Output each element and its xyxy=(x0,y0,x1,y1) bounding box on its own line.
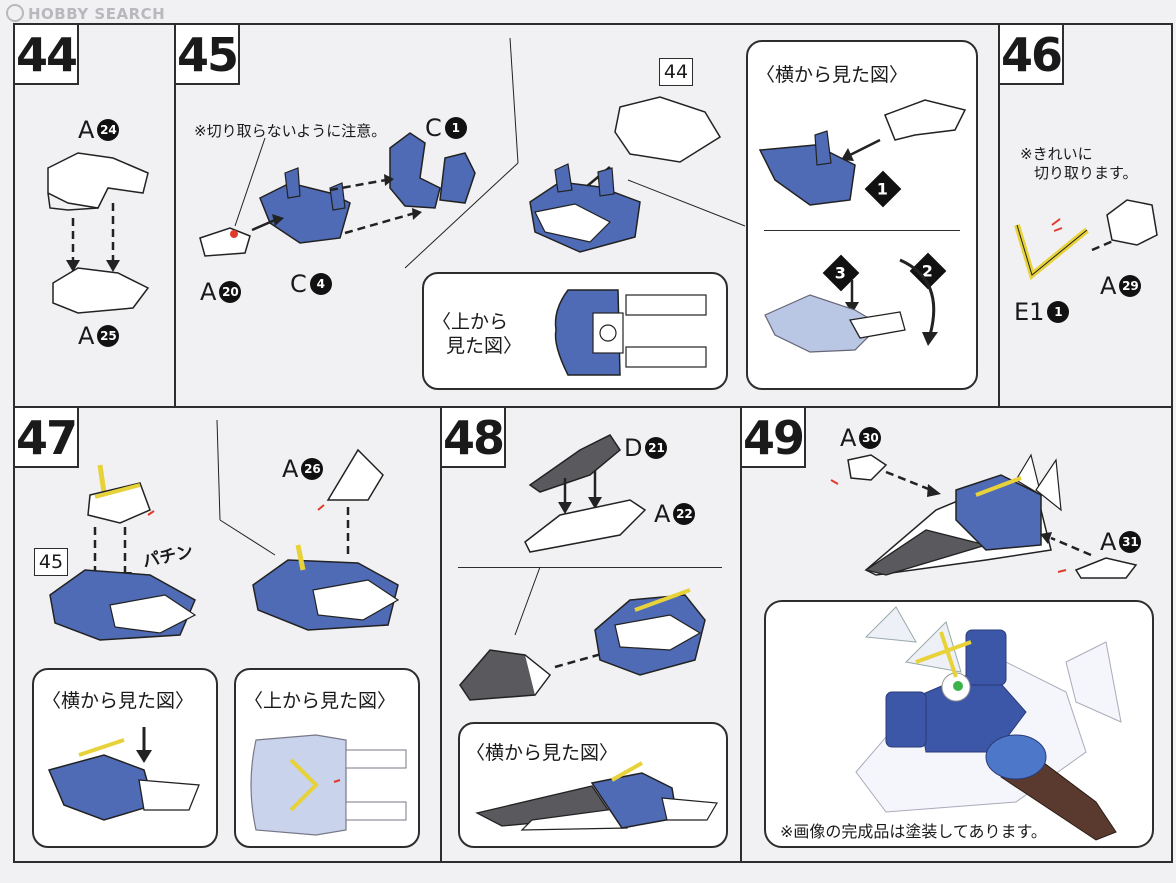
side-view-title: 〈横から見た図〉 xyxy=(756,64,909,86)
side-view-box xyxy=(32,668,218,848)
top-view-illustration xyxy=(554,289,707,376)
step-47-assembly-illustration xyxy=(49,464,197,641)
side-view-illustration xyxy=(475,761,718,831)
part-a24-illustration xyxy=(47,152,150,314)
step-number: 49 xyxy=(740,406,806,468)
clean-cut-note: ※きれいに 切り取ります。 xyxy=(1020,145,1138,182)
top-view-title: 〈上から 見た図〉 xyxy=(432,311,523,357)
step-number: 48 xyxy=(440,406,506,468)
step-number: 45 xyxy=(174,23,240,85)
step-number: 44 xyxy=(13,23,79,85)
step-49-assembly-illustration xyxy=(830,453,1138,579)
finished-product-photo xyxy=(764,600,1154,848)
finished-product-image xyxy=(855,606,1122,841)
painted-product-note: ※画像の完成品は塗装してあります。 xyxy=(780,822,1047,841)
reference-step-44: 44 xyxy=(659,58,693,86)
reference-step-45: 45 xyxy=(34,548,68,576)
step-45-assembly-illustration xyxy=(199,132,476,257)
top-view-illustration xyxy=(250,734,407,836)
divider-47-48 xyxy=(440,406,442,863)
side-view-divider xyxy=(764,230,960,231)
step-45-body-illustration xyxy=(529,96,722,253)
side-view-title: 〈横から見た図〉 xyxy=(466,742,619,764)
step-48-assembly-illustration xyxy=(459,566,706,701)
side-view-step1-illustration xyxy=(758,99,967,206)
step-number: 46 xyxy=(998,23,1064,85)
caution-note: ※切り取らないように注意。 xyxy=(194,122,387,140)
step-45-callout-lines xyxy=(404,37,746,269)
divider-48-49 xyxy=(740,406,742,863)
watermark: HOBBY SEARCH xyxy=(6,4,165,23)
top-view-title: 〈上から見た図〉 xyxy=(244,690,397,712)
divider-44-45 xyxy=(174,23,176,407)
side-view-illustration xyxy=(47,727,200,821)
part-d21-a22-illustration xyxy=(524,434,647,553)
step-number: 47 xyxy=(13,406,79,468)
side-view-step23-illustration xyxy=(764,258,938,353)
divider-45-46 xyxy=(998,23,1000,407)
side-view-title: 〈横から見た図〉 xyxy=(42,690,195,712)
part-a29-illustration xyxy=(1014,199,1158,281)
step-48-divider xyxy=(458,567,722,568)
part-a26-illustration xyxy=(252,448,400,631)
row-divider xyxy=(13,406,1173,408)
step-47-callout-lines xyxy=(216,419,276,556)
